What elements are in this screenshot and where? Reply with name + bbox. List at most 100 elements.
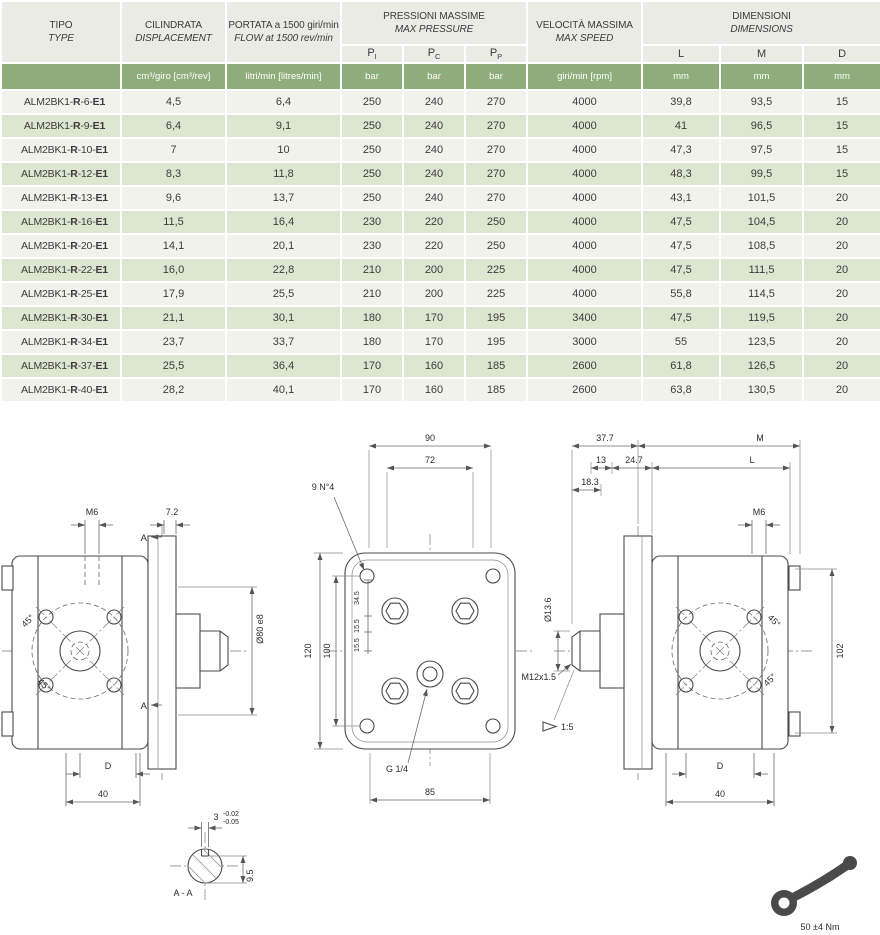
value-cell: 47,5 <box>641 305 722 331</box>
value-cell: 240 <box>402 185 466 211</box>
unit-pp: bar <box>463 62 529 91</box>
value-cell: 220 <box>402 233 466 259</box>
value-cell: 4000 <box>526 113 644 139</box>
value-cell: 36,4 <box>225 353 342 379</box>
value-cell: 25,5 <box>225 281 342 307</box>
shaft <box>571 630 601 672</box>
value-cell: 4000 <box>526 89 644 115</box>
shaft-housing <box>599 613 625 689</box>
col-header-m: M <box>719 44 805 64</box>
dim-label-15-5: 15.5 <box>354 638 361 652</box>
tolerance-upper: -0.02 <box>223 811 239 818</box>
dim-label-dia80: Ø80 e8 <box>255 614 265 644</box>
header-line-it: DIMENSIONI <box>732 11 791 22</box>
value-cell: 195 <box>463 329 529 355</box>
dim-label-100: 100 <box>322 643 332 658</box>
value-cell: 61,8 <box>641 353 722 379</box>
value-cell: 240 <box>402 113 466 139</box>
col-header-cilindrata: CILINDRATA DISPLACEMENT <box>120 0 227 64</box>
value-cell: 160 <box>402 377 466 403</box>
value-cell: 15 <box>802 137 880 163</box>
dim-label-m6: M6 <box>753 507 766 517</box>
dim-label-34-5: 34.5 <box>354 591 361 605</box>
model-cell: ALM2BK1-R-13-E1 <box>0 185 122 211</box>
value-cell: 20 <box>802 233 880 259</box>
model-cell: ALM2BK1-R-16-E1 <box>0 209 122 235</box>
dim-label-90: 90 <box>425 433 435 443</box>
p-base: P <box>489 47 498 60</box>
col-header-pc: PC <box>402 44 466 64</box>
value-cell: 43,1 <box>641 185 722 211</box>
value-cell: 119,5 <box>719 305 805 331</box>
header-line-it: PORTATA a 1500 giri/min <box>228 20 339 31</box>
value-cell: 15 <box>802 161 880 187</box>
value-cell: 20,1 <box>225 233 342 259</box>
value-cell: 55,8 <box>641 281 722 307</box>
model-cell: ALM2BK1-R-37-E1 <box>0 353 122 379</box>
dim-label-holes: 9 N°4 <box>312 482 335 492</box>
col-header-pp: PP <box>463 44 529 64</box>
value-cell: 250 <box>340 137 404 163</box>
value-cell: 250 <box>463 209 529 235</box>
value-cell: 13,7 <box>225 185 342 211</box>
header-line-en: DISPLACEMENT <box>135 33 212 44</box>
value-cell: 4000 <box>526 257 644 283</box>
value-cell: 4000 <box>526 137 644 163</box>
torque-label: 50 ±4 Nm <box>801 922 840 932</box>
value-cell: 230 <box>340 233 404 259</box>
value-cell: 4,5 <box>120 89 227 115</box>
value-cell: 4000 <box>526 281 644 307</box>
value-cell: 9,1 <box>225 113 342 139</box>
dim-label-key-width: 3 <box>213 812 218 822</box>
value-cell: 250 <box>463 233 529 259</box>
col-header-dimensioni: DIMENSIONI DIMENSIONS <box>641 0 880 46</box>
pump-front-view: 90 72 9 N°4 120 100 34.5 15.5 15.5 G 1/4 <box>303 433 534 804</box>
value-cell: 14,1 <box>120 233 227 259</box>
value-cell: 200 <box>402 257 466 283</box>
value-cell: 108,5 <box>719 233 805 259</box>
value-cell: 99,5 <box>719 161 805 187</box>
dim-label-7-2: 7.2 <box>166 507 179 517</box>
value-cell: 210 <box>340 281 404 307</box>
value-cell: 20 <box>802 185 880 211</box>
header-line-en: TYPE <box>48 33 74 44</box>
tolerance-lower: -0.05 <box>223 819 239 826</box>
unit-velocita: giri/min [rpm] <box>526 62 644 91</box>
thread-label-m12: M12x1.5 <box>521 672 556 682</box>
mount-ear <box>788 711 801 737</box>
bolt-circle <box>671 602 769 700</box>
value-cell: 180 <box>340 329 404 355</box>
dim-label-85: 85 <box>425 787 435 797</box>
model-cell: ALM2BK1-R-40-E1 <box>0 377 122 403</box>
value-cell: 4000 <box>526 185 644 211</box>
value-cell: 225 <box>463 257 529 283</box>
p-sub: I <box>374 52 377 62</box>
dim-label-18-3: 18.3 <box>581 477 599 487</box>
col-header-portata: PORTATA a 1500 giri/min FLOW at 1500 rev… <box>225 0 342 64</box>
p-base: P <box>427 47 435 60</box>
shaft <box>199 630 229 672</box>
mount-ear <box>1 565 14 591</box>
value-cell: 210 <box>340 257 404 283</box>
value-cell: 123,5 <box>719 329 805 355</box>
header-line-it: CILINDRATA <box>145 20 202 31</box>
value-cell: 28,2 <box>120 377 227 403</box>
value-cell: 130,5 <box>719 377 805 403</box>
model-cell: ALM2BK1-R-20-E1 <box>0 233 122 259</box>
value-cell: 160 <box>402 353 466 379</box>
value-cell: 93,5 <box>719 89 805 115</box>
value-cell: 20 <box>802 209 880 235</box>
header-line-en: FLOW at 1500 rev/min <box>234 33 333 44</box>
unit-m: mm <box>719 62 805 91</box>
dim-label-m: M <box>756 433 764 443</box>
section-label-a-bottom: A <box>141 701 148 712</box>
section-label-a-top: A <box>141 533 148 544</box>
value-cell: 270 <box>463 89 529 115</box>
